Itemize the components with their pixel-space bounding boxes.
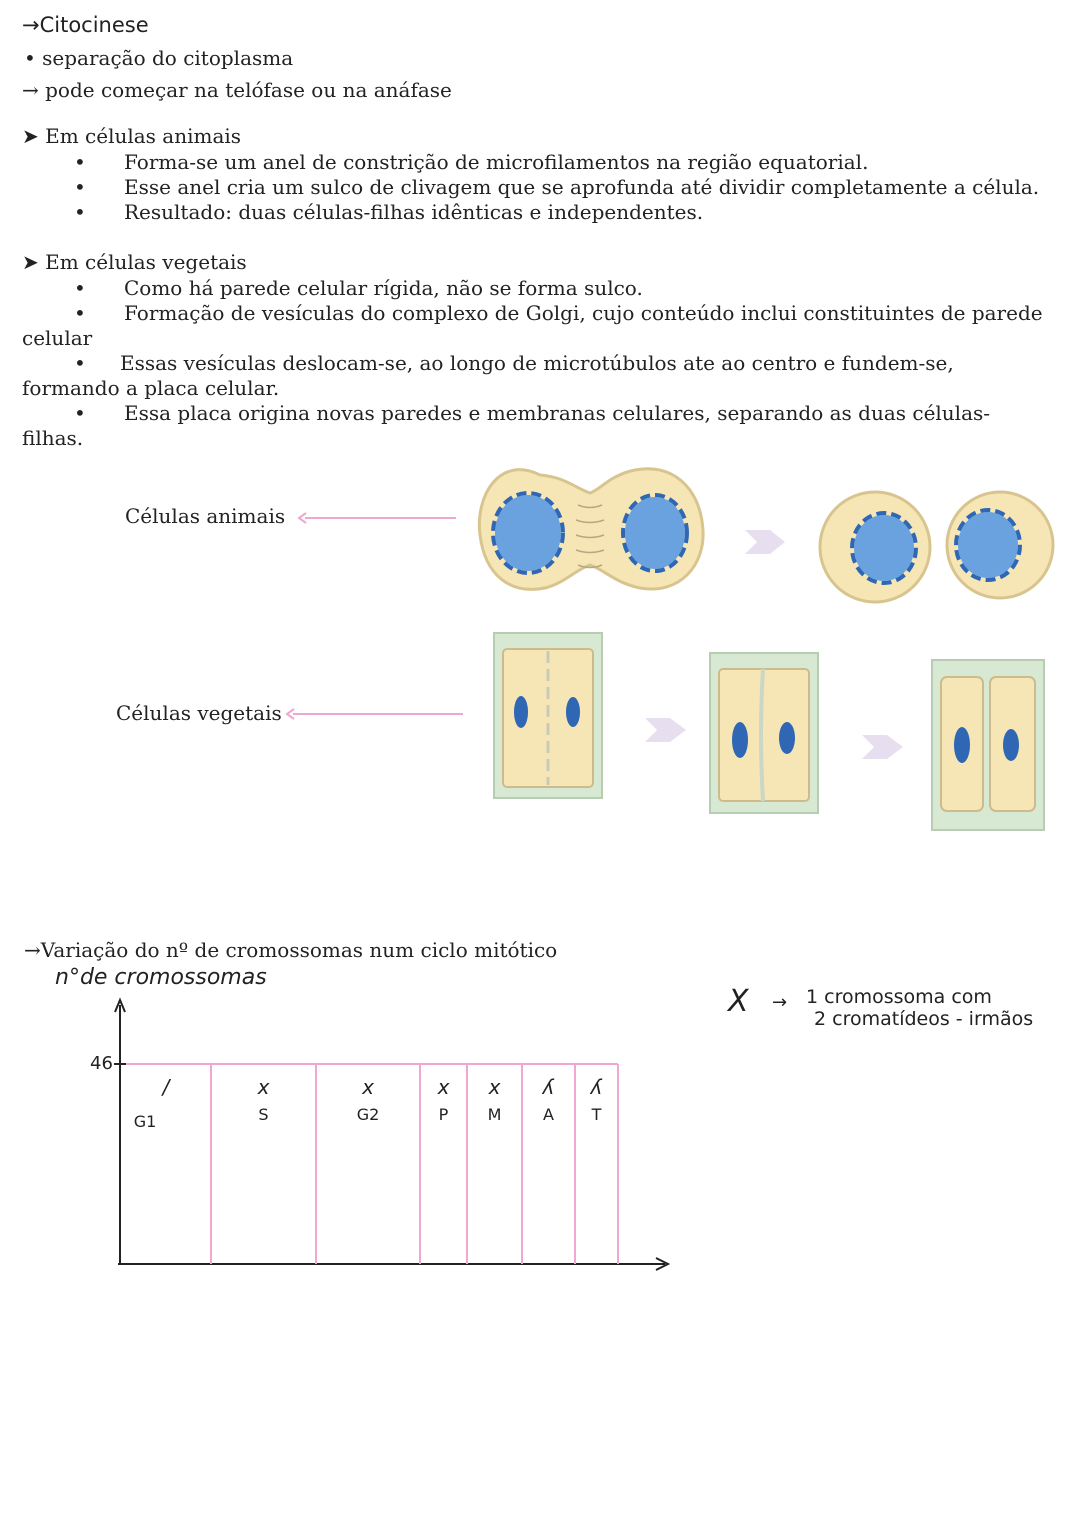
animal-heading: ➤ Em células animais [22, 124, 242, 148]
plant-bullet-4: • [74, 401, 86, 425]
note-arrow: → [772, 992, 788, 1013]
phase-symbol: ʎ [542, 1075, 555, 1099]
x-axis-arrow [655, 1257, 671, 1271]
animal-item-1: Forma-se um anel de constrição de microf… [124, 150, 869, 174]
plant-cell-plate-forming [493, 632, 603, 799]
plant-item-3a: Essas vesículas deslocam-se, ao longo de… [120, 351, 954, 375]
animal-daughter-cell-left [818, 490, 932, 604]
animal-item-3: Resultado: duas células-filhas idênticas… [124, 200, 704, 224]
note-line-1: 1 cromossoma com [806, 986, 992, 1008]
variation-heading: →Variação do nº de cromossomas num ciclo… [24, 938, 558, 962]
note-line-2: 2 cromatídeos - irmãos [814, 1008, 1034, 1030]
plant-bullet-3: • [74, 351, 86, 375]
plant-item-2a: Formação de vesículas do complexo de Gol… [124, 301, 1043, 325]
stage-arrow-plant-2 [862, 735, 903, 759]
animal-bullet-1: • [74, 150, 86, 174]
phase-label: M [488, 1105, 502, 1124]
phase-symbol: x [437, 1075, 450, 1099]
phase-symbol: x [361, 1075, 374, 1099]
plant-bullet-2: • [74, 301, 86, 325]
animal-cell-dividing [477, 467, 705, 591]
phase-label: P [439, 1105, 449, 1124]
chart-ylabel: n°de cromossomas [55, 965, 267, 990]
phase-label: T [591, 1105, 602, 1124]
cytokinesis-illustration [285, 467, 1055, 831]
phase-symbol: x [257, 1075, 270, 1099]
stage-arrow-plant-1 [645, 718, 686, 742]
label-animal-cells: Células animais [125, 504, 286, 528]
plant-item-4a: Essa placa origina novas paredes e membr… [124, 401, 991, 425]
phase-label: G2 [357, 1105, 380, 1124]
phase-label: G1 [134, 1112, 157, 1131]
animal-daughter-cell-right [945, 490, 1055, 600]
plant-label-arrow [285, 708, 463, 720]
plant-cell-wall-forming [709, 652, 819, 814]
plant-bullet-1: • [74, 276, 86, 300]
citocinese-line-2: → pode começar na telófase ou na anáfase [22, 78, 452, 102]
animal-item-2: Esse anel cria um sulco de clivagem que … [124, 175, 1040, 199]
plant-item-2b: celular [22, 326, 93, 350]
plant-item-3b: formando a placa celular. [22, 376, 280, 400]
chromosome-symbol: X [728, 984, 749, 1019]
citocinese-line-1: • separação do citoplasma [24, 46, 294, 70]
animal-bullet-3: • [74, 200, 86, 224]
plant-item-1: Como há parede celular rígida, não se fo… [124, 276, 643, 300]
animal-bullet-2: • [74, 175, 86, 199]
phase-symbol: ʎ [590, 1075, 603, 1099]
phase-label: S [258, 1105, 268, 1124]
plant-daughter-cells [931, 659, 1045, 831]
citocinese-heading: →Citocinese [22, 13, 149, 37]
y-axis-arrow [114, 997, 126, 1013]
plant-heading: ➤ Em células vegetais [22, 250, 247, 274]
stage-arrow-animal [745, 530, 785, 554]
phase-symbol: x [488, 1075, 501, 1099]
phase-symbol: / [161, 1075, 172, 1099]
label-plant-cells: Células vegetais [116, 701, 282, 725]
animal-label-arrow [297, 512, 456, 524]
chart-lines [114, 1063, 619, 1264]
phase-label: A [543, 1105, 554, 1124]
plant-item-4b: filhas. [22, 426, 84, 450]
chart-y-tick-46: 46 [90, 1053, 113, 1074]
